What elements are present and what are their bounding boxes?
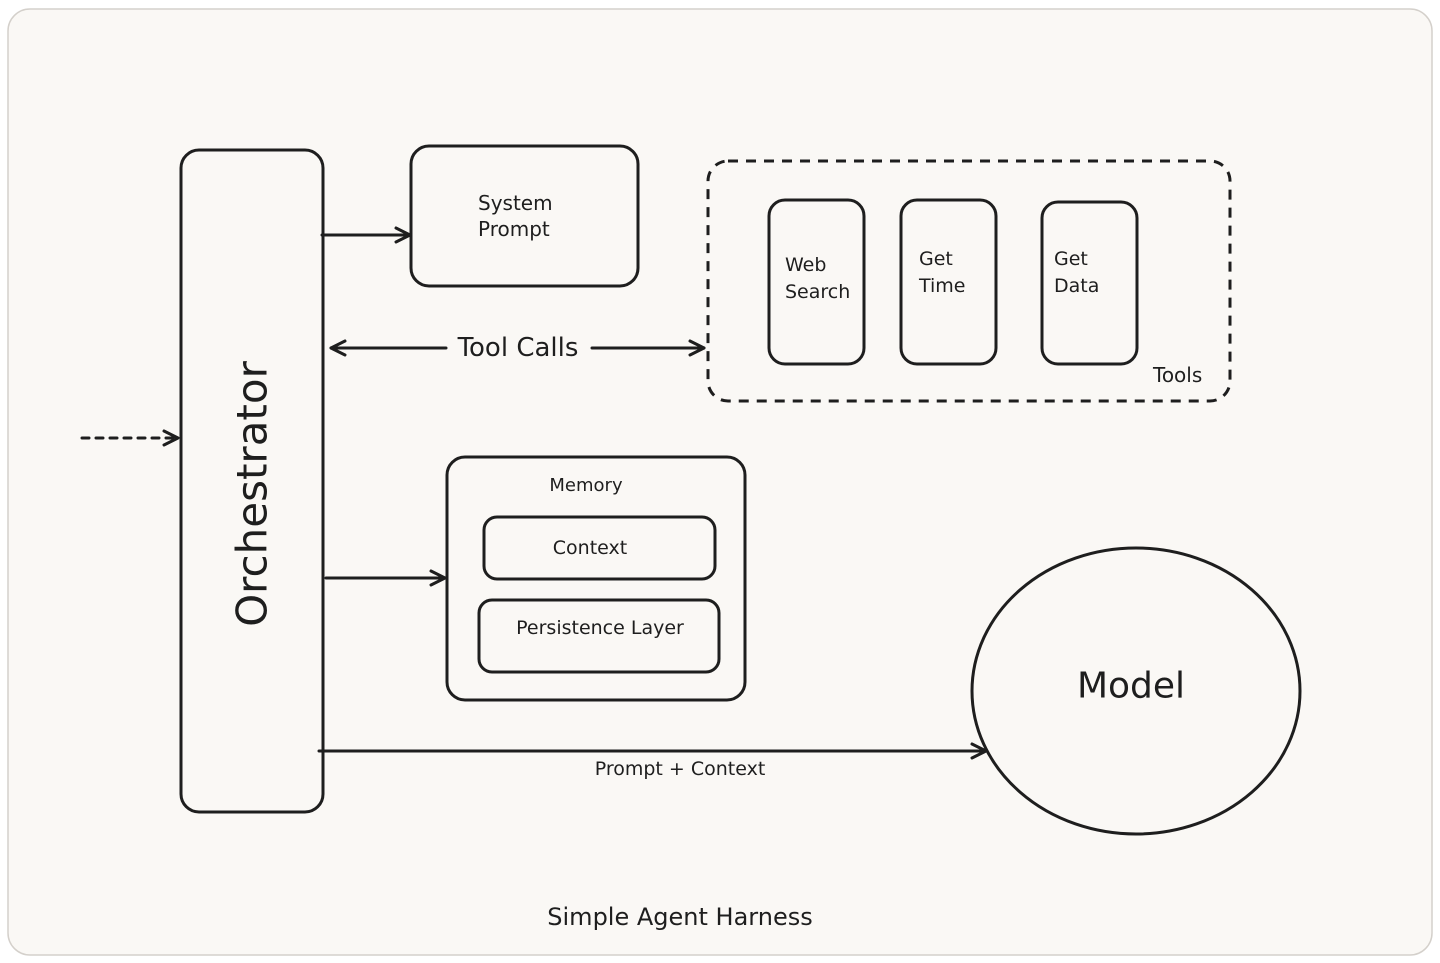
- tools-group-label: Tools: [1152, 363, 1202, 387]
- diagram-frame: [7, 8, 1433, 956]
- memory-box[interactable]: [445, 455, 747, 702]
- diagram-title: Simple Agent Harness: [547, 903, 812, 931]
- memory-arrow: [324, 569, 447, 587]
- orchestrator-box[interactable]: [179, 148, 325, 814]
- persistence-layer-label: Persistence Layer: [516, 617, 684, 639]
- tool-web-search-box[interactable]: [767, 198, 866, 366]
- system-prompt-label-line-2: Prompt: [478, 217, 550, 241]
- context-box[interactable]: [482, 515, 717, 581]
- tool-get-time-box[interactable]: [899, 198, 998, 366]
- tool-calls-arrow: [329, 339, 706, 357]
- model-circle[interactable]: [970, 546, 1302, 836]
- system-prompt-label-line-1: System: [478, 191, 553, 215]
- tool-get-data-label-line-1: Get: [1054, 248, 1088, 270]
- tools-group-box[interactable]: [706, 159, 1232, 403]
- input-arrow: [80, 429, 180, 447]
- tool-get-time-label-line-2: Time: [918, 275, 966, 297]
- tool-web-search-label-line-1: Web: [785, 254, 826, 276]
- tool-get-data-box[interactable]: [1040, 200, 1139, 366]
- memory-label: Memory: [549, 475, 623, 496]
- prompt-context-label: Prompt + Context: [595, 758, 766, 780]
- model-arrow: [317, 742, 988, 760]
- tool-calls-label: Tool Calls: [457, 333, 579, 363]
- tool-get-data-label-line-2: Data: [1054, 275, 1099, 297]
- orchestrator-label: Orchestrator: [228, 360, 277, 626]
- model-label: Model: [1077, 666, 1185, 707]
- tool-web-search-label-line-2: Search: [785, 281, 850, 303]
- system-prompt-box[interactable]: [409, 144, 640, 288]
- tool-get-time-label-line-1: Get: [919, 248, 953, 270]
- system-prompt-arrow: [320, 226, 412, 244]
- context-label: Context: [553, 537, 627, 559]
- persistence-layer-box[interactable]: [477, 598, 721, 674]
